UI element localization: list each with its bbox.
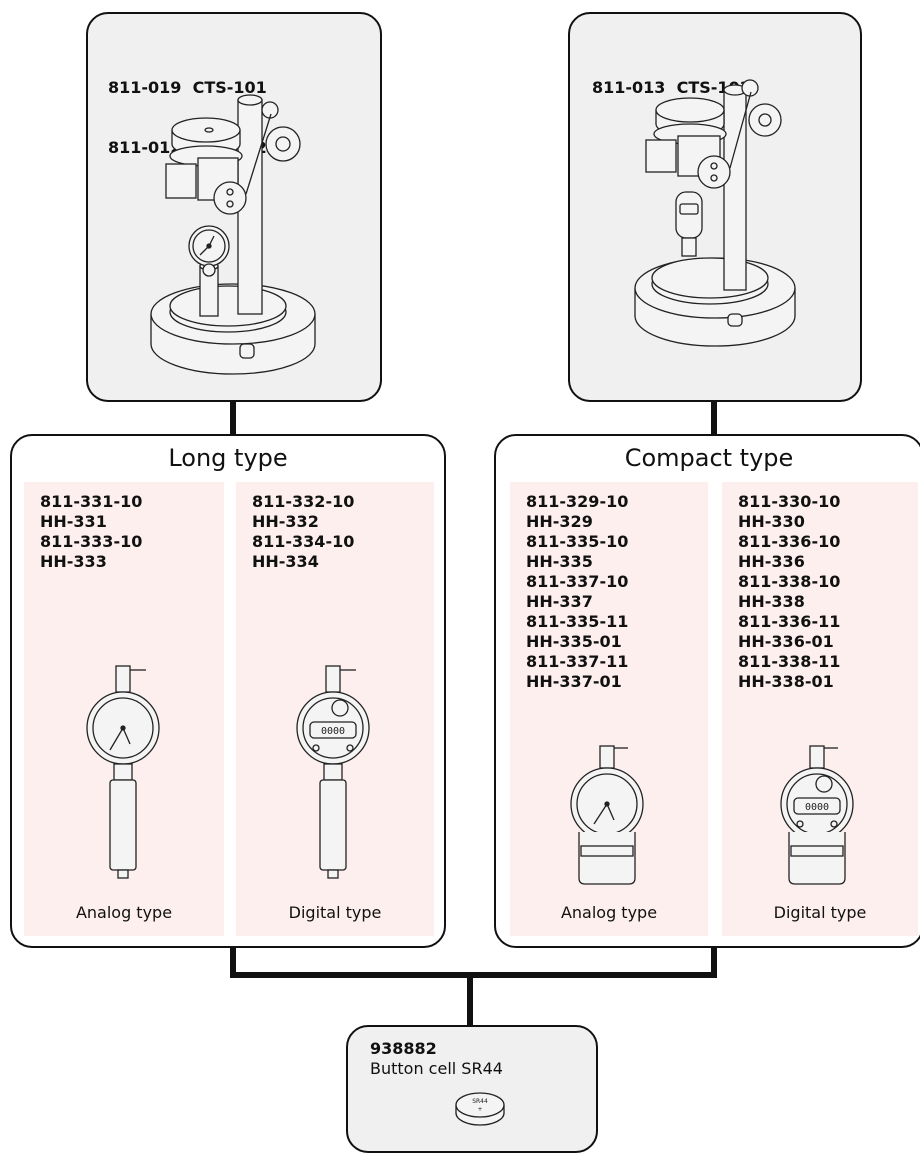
model-code: 811-337-11 bbox=[526, 652, 629, 671]
model-code: 811-333-10 bbox=[40, 532, 143, 551]
panel-compact-analog: 811-329-10 HH-329 811-335-10 HH-335 811-… bbox=[510, 482, 708, 936]
long-stand-illustration bbox=[150, 94, 316, 375]
model-code: 811-337-10 bbox=[526, 572, 629, 591]
model-code: 811-334-10 bbox=[252, 532, 355, 551]
model-code: 811-338-10 bbox=[738, 572, 841, 591]
panel-type-label: Analog type bbox=[560, 903, 658, 922]
model-code: HH-329 bbox=[526, 512, 593, 531]
digital-long-durometer-illustration: 0000 bbox=[296, 665, 370, 879]
model-code: 811-336-10 bbox=[738, 532, 841, 551]
model-list: 811-332-10 HH-332 811-334-10 HH-334 bbox=[252, 492, 354, 572]
connector-right-stand bbox=[711, 400, 717, 436]
model-code: HH-332 bbox=[252, 512, 319, 531]
model-code: HH-338-01 bbox=[738, 672, 834, 691]
digital-compact-durometer-illustration: 0000 bbox=[780, 745, 854, 885]
model-code: 811-335-11 bbox=[526, 612, 629, 631]
model-code: HH-336 bbox=[738, 552, 805, 571]
model-code: 811-338-11 bbox=[738, 652, 841, 671]
model-code: HH-338 bbox=[738, 592, 805, 611]
model-code: 811-329-10 bbox=[526, 492, 629, 511]
battery-code: 938882 bbox=[370, 1039, 437, 1058]
button-cell-illustration: SR44 + bbox=[455, 1092, 505, 1126]
stand-code-line: 811-019 CTS-101 bbox=[108, 78, 267, 97]
panel-type-label: Digital type bbox=[288, 903, 382, 922]
group-long-type: Long type 811-331-10 HH-331 811-333-10 H… bbox=[10, 434, 446, 948]
display-reading: 0000 bbox=[321, 726, 345, 737]
model-code: HH-330 bbox=[738, 512, 805, 531]
model-list: 811-331-10 HH-331 811-333-10 HH-333 bbox=[40, 492, 142, 572]
panel-long-analog: 811-331-10 HH-331 811-333-10 HH-333 Anal… bbox=[24, 482, 224, 936]
button-cell-text: SR44 bbox=[472, 1098, 488, 1105]
model-code: HH-335 bbox=[526, 552, 593, 571]
model-code: HH-337 bbox=[526, 592, 593, 611]
analog-long-durometer-illustration bbox=[86, 665, 160, 879]
group-title: Compact type bbox=[624, 444, 794, 472]
battery-label: Button cell SR44 bbox=[370, 1059, 503, 1078]
model-code: 811-330-10 bbox=[738, 492, 841, 511]
stand-card-cts-103: 811-013 CTS-103 bbox=[568, 12, 862, 402]
stand-card-cts-101-102: 811-019 CTS-101 811-012 CTS-102 bbox=[86, 12, 382, 402]
model-code: HH-331 bbox=[40, 512, 107, 531]
compact-stand-illustration bbox=[634, 79, 796, 347]
connector-horizontal bbox=[230, 972, 717, 978]
panel-compact-digital: 811-330-10 HH-330 811-336-10 HH-336 811-… bbox=[722, 482, 918, 936]
display-reading: 0000 bbox=[805, 802, 829, 813]
battery-card: 938882 Button cell SR44 SR44 + bbox=[346, 1025, 598, 1153]
panel-type-label: Analog type bbox=[75, 903, 173, 922]
model-list: 811-330-10 HH-330 811-336-10 HH-336 811-… bbox=[738, 492, 840, 692]
group-title: Long type bbox=[168, 444, 288, 472]
panel-type-label: Digital type bbox=[773, 903, 867, 922]
panel-long-digital: 811-332-10 HH-332 811-334-10 HH-334 0000… bbox=[236, 482, 434, 936]
model-code: HH-337-01 bbox=[526, 672, 622, 691]
model-code: 811-332-10 bbox=[252, 492, 355, 511]
model-code: HH-334 bbox=[252, 552, 319, 571]
model-code: HH-335-01 bbox=[526, 632, 622, 651]
model-code: HH-336-01 bbox=[738, 632, 834, 651]
model-list: 811-329-10 HH-329 811-335-10 HH-335 811-… bbox=[526, 492, 628, 692]
plus-icon: + bbox=[477, 1106, 482, 1113]
model-code: 811-331-10 bbox=[40, 492, 143, 511]
model-code: 811-335-10 bbox=[526, 532, 629, 551]
connector-left-stand bbox=[230, 400, 236, 436]
analog-compact-durometer-illustration bbox=[570, 745, 644, 885]
model-code: 811-336-11 bbox=[738, 612, 841, 631]
model-code: HH-333 bbox=[40, 552, 107, 571]
connector-battery bbox=[467, 975, 473, 1027]
group-compact-type: Compact type 811-329-10 HH-329 811-335-1… bbox=[494, 434, 920, 948]
connector-left-group bbox=[230, 946, 236, 976]
connector-right-group bbox=[711, 946, 717, 976]
